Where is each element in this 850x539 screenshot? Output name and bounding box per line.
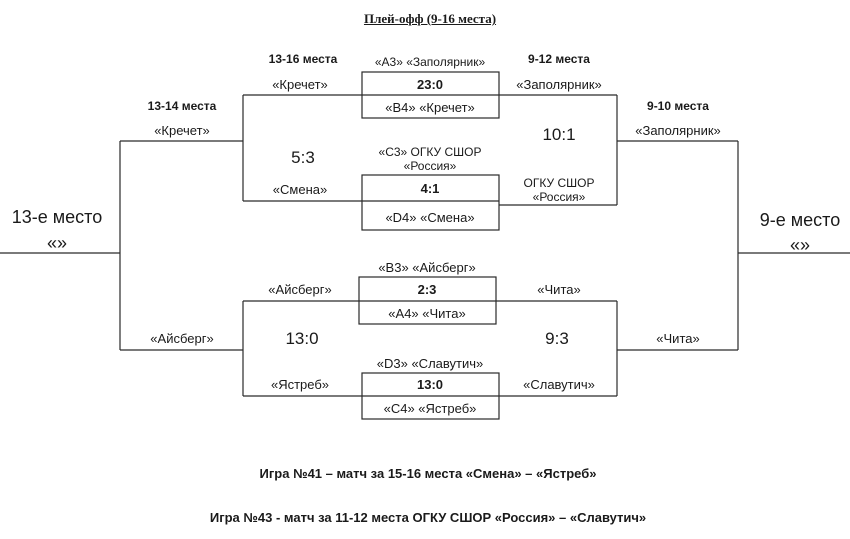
footer-game-41: Игра №41 – матч за 15-16 места «Смена» –… <box>259 466 597 481</box>
match-2-bottom-team: «D4» «Смена» <box>385 210 475 225</box>
header-13-16: 13-16 места <box>268 52 338 66</box>
match-3-top-team: «В3» «Айсберг» <box>378 260 476 275</box>
left-end-label: 13-е место <box>11 207 103 227</box>
right-team-zapolyarnik: «Заполярник» <box>516 77 602 92</box>
right-team-rossiya: «Россия» <box>532 190 586 204</box>
left-outer-upper: «Кречет» <box>154 123 210 138</box>
match-4-top-team: «D3» «Славутич» <box>376 356 484 371</box>
right-score-lower: 9:3 <box>545 329 569 348</box>
match-1-top-team: «А3» «Заполярник» <box>374 55 486 69</box>
left-outer-lower: «Айсберг» <box>150 331 214 346</box>
match-box-2 <box>361 174 500 231</box>
right-team-chita: «Чита» <box>537 282 581 297</box>
header-9-12: 9-12 места <box>528 52 590 66</box>
match-2-top-team: «С3» ОГКУ СШОР <box>378 145 482 159</box>
right-score-upper: 10:1 <box>542 125 576 144</box>
match-4-bottom-team: «С4» «Ястреб» <box>383 401 477 416</box>
left-score-upper: 5:3 <box>291 148 315 167</box>
match-2-score: 4:1 <box>420 181 440 196</box>
header-13-14: 13-14 места <box>147 99 217 113</box>
right-outer-lower: «Чита» <box>656 331 700 346</box>
match-2-top-team-line2: «Россия» <box>403 159 457 173</box>
right-end-label: 9-е место <box>759 210 841 230</box>
left-team-smena: «Смена» <box>272 182 328 197</box>
right-team-slavutich: «Славутич» <box>523 377 595 392</box>
page-title: Плей-офф (9-16 места) <box>363 11 497 26</box>
match-4-score: 13:0 <box>416 377 444 392</box>
left-score-lower: 13:0 <box>285 329 319 348</box>
left-team-kr: «Кречет» <box>272 77 328 92</box>
left-team-yastreb: «Ястреб» <box>270 377 330 392</box>
left-team-aysberg: «Айсберг» <box>268 282 332 297</box>
right-outer-upper: «Заполярник» <box>635 123 721 138</box>
header-9-10: 9-10 места <box>647 99 709 113</box>
footer-game-43: Игра №43 - матч за 11-12 места ОГКУ СШОР… <box>209 510 647 525</box>
match-3-bottom-team: «А4» «Чита» <box>388 306 466 321</box>
right-team-sshor: ОГКУ СШОР <box>523 176 595 190</box>
match-3-score: 2:3 <box>417 282 437 297</box>
left-end-value: «» <box>46 233 68 253</box>
right-end-value: «» <box>789 235 811 255</box>
match-1-bottom-team: «В4» «Кречет» <box>385 100 475 115</box>
match-1-score: 23:0 <box>416 77 444 92</box>
